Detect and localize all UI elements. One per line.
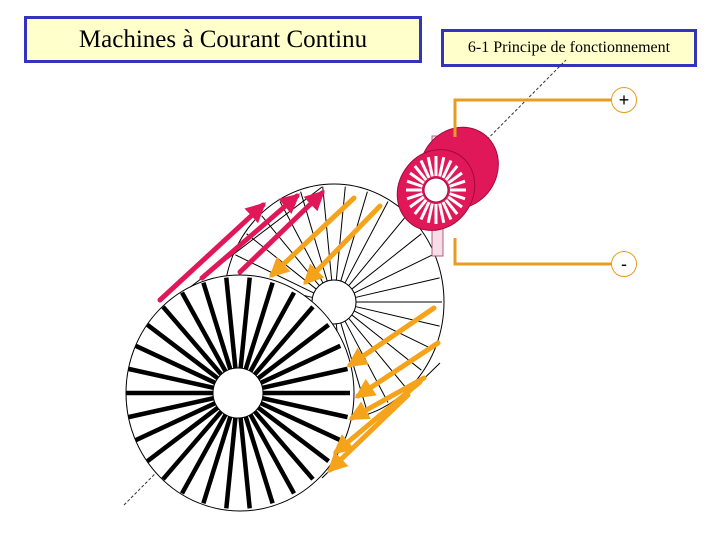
terminal-positive: +: [611, 87, 637, 113]
terminal-positive-label: +: [619, 91, 630, 109]
rotor-front-disc: [126, 275, 354, 511]
terminal-negative-label: -: [621, 255, 627, 273]
wire-negative: [455, 238, 612, 264]
terminal-negative: -: [611, 251, 637, 277]
